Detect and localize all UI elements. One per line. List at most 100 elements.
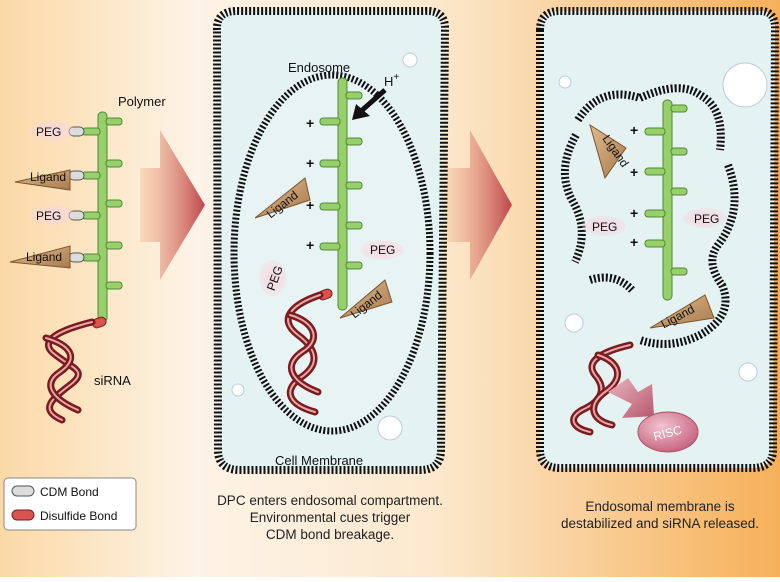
- endosome-fragment: [638, 163, 739, 348]
- polymer-branch: [105, 117, 123, 126]
- sirna-label: siRNA: [94, 373, 131, 388]
- endosome-membrane: [230, 71, 434, 435]
- polymer-branch: [105, 241, 123, 250]
- vesicle: [738, 362, 758, 382]
- polymer-branch: [670, 147, 688, 156]
- polymer-branch: [644, 167, 666, 176]
- caption-line: Endosomal membrane is: [585, 499, 735, 514]
- cdm-bond: [68, 170, 85, 181]
- endosome-fragment: [560, 133, 586, 264]
- polymer-branch: [670, 267, 688, 276]
- charge-symbol: +: [630, 234, 638, 250]
- proton-arrowhead: [352, 104, 370, 120]
- peg-blob: [30, 205, 74, 225]
- charge-symbol: +: [306, 237, 314, 253]
- legend-box: [3, 477, 137, 531]
- polymer-branch: [81, 171, 101, 180]
- vesicle: [231, 383, 245, 397]
- ligand-wedge: [649, 294, 715, 329]
- ligand-wedge: [9, 245, 71, 269]
- peg-label: PEG: [370, 243, 395, 257]
- polymer-label: Polymer: [118, 94, 166, 109]
- cdm-bond-swatch: [11, 485, 35, 497]
- sirna-panel1: [42, 318, 96, 424]
- panel1-polymer: [81, 111, 123, 323]
- peg-blob: [259, 260, 287, 296]
- panel2-charges: + + + +: [306, 115, 314, 253]
- disulfide-bond-swatch: [11, 509, 35, 521]
- endosome-label: Endosome: [288, 60, 350, 75]
- proton-label: H+: [384, 72, 399, 89]
- polymer-branch: [105, 281, 123, 290]
- polymer-branch: [319, 242, 341, 251]
- polymer-branch: [81, 211, 101, 220]
- polymer-branch: [644, 209, 666, 218]
- peg-label: PEG: [36, 125, 61, 139]
- transition-arrow-2: [447, 130, 512, 280]
- peg-label: PEG: [36, 209, 61, 223]
- charge-symbol: +: [306, 115, 314, 131]
- polymer-backbone: [337, 77, 348, 311]
- caption-line: DPC enters endosomal compartment.: [217, 493, 443, 508]
- peg-label: PEG: [694, 212, 719, 226]
- vesicle: [377, 415, 403, 441]
- polymer-branch: [105, 159, 123, 168]
- cdm-bond: [68, 252, 85, 263]
- release-arrow: [608, 378, 654, 418]
- panel2-polymer: [319, 77, 363, 311]
- polymer-branch: [81, 253, 101, 262]
- charge-symbol: +: [630, 205, 638, 221]
- polymer-backbone: [662, 99, 673, 301]
- peg-blob: [360, 240, 404, 260]
- vesicle: [722, 62, 768, 108]
- charge-symbol: +: [630, 122, 638, 138]
- polymer-branch: [319, 159, 341, 168]
- ligand-wedge: [14, 169, 71, 191]
- cdm-bond-label: CDM Bond: [40, 485, 99, 499]
- polymer-branch: [105, 199, 123, 208]
- caption-line: destabilized and siRNA released.: [560, 516, 760, 531]
- peg-blob: [683, 208, 727, 228]
- polymer-branch: [345, 91, 363, 100]
- caption-line: Environmental cues trigger: [249, 510, 411, 525]
- polymer-branch: [81, 127, 101, 136]
- polymer-branch: [319, 117, 341, 126]
- polymer-branch: [345, 221, 363, 230]
- vesicle: [402, 52, 418, 68]
- ligand-label: Ligand: [30, 170, 66, 184]
- legend: [3, 477, 137, 531]
- charge-symbol: +: [306, 155, 314, 171]
- polymer-branch: [345, 261, 363, 270]
- polymer-branch: [644, 239, 666, 248]
- polymer-branch: [644, 127, 666, 136]
- ligand-label: Ligand: [26, 250, 62, 264]
- panel2-cell: [212, 6, 450, 474]
- cell-membrane-label: Cell Membrane: [275, 453, 363, 468]
- disulfide-bond-label: Disulfide Bond: [40, 509, 117, 523]
- risc-complex: [637, 411, 699, 453]
- ligand-wedge: [254, 177, 311, 219]
- sirna-panel2: [284, 291, 324, 416]
- endosome-fragment: [574, 84, 725, 151]
- endosome-fragment: [588, 273, 635, 293]
- transition-arrow-1: [140, 130, 205, 280]
- panel3-charges: + + + +: [630, 122, 638, 250]
- polymer-branch: [670, 187, 688, 196]
- charge-symbol: +: [306, 197, 314, 213]
- polymer-branch: [345, 137, 363, 146]
- caption-line: CDM bond breakage.: [265, 527, 395, 542]
- vesicle: [558, 75, 572, 89]
- sirna-panel3: [570, 341, 634, 436]
- ligand-wedge: [589, 123, 627, 180]
- charge-symbol: +: [630, 164, 638, 180]
- peg-label: PEG: [592, 220, 617, 234]
- proton-arrow: [358, 88, 387, 114]
- ligand-wedge: [339, 279, 393, 319]
- panel3-cell: [536, 6, 780, 472]
- panel2-caption: DPC enters endosomal compartment. Enviro…: [210, 492, 450, 543]
- polymer-branch: [670, 104, 688, 113]
- polymer-branch: [319, 202, 341, 211]
- polymer-branch: [345, 181, 363, 190]
